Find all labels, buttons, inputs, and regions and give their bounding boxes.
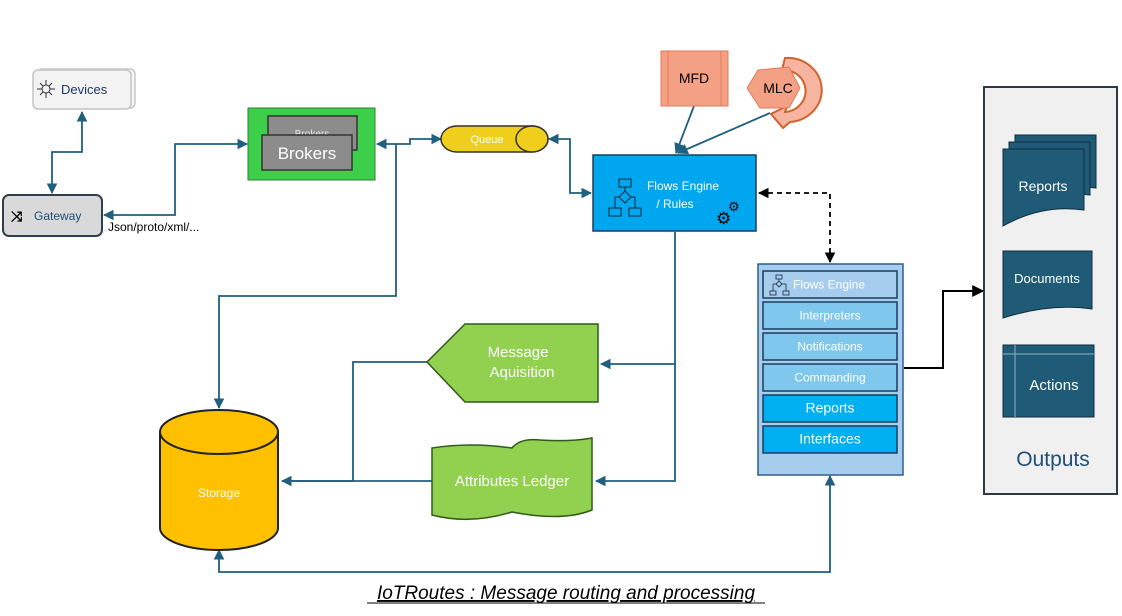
- flows-engine-label-line1: Flows Engine: [647, 179, 719, 193]
- attributes-ledger-node[interactable]: Attributes Ledger: [431, 437, 593, 521]
- stack-item-reports[interactable]: Reports: [762, 394, 898, 423]
- stack-item-flows-engine[interactable]: Flows Engine: [762, 270, 898, 299]
- diagram-title: IoTRoutes : Message routing and processi…: [377, 583, 756, 604]
- devices-label: Devices: [61, 82, 108, 97]
- gateway-format-label: Json/proto/xml/...: [108, 220, 199, 234]
- stack-item-label: Notifications: [797, 340, 862, 354]
- stack-item-box: [762, 363, 898, 392]
- message-acquisition-label-line2: Aquisition: [489, 364, 554, 381]
- stack-item-label: Reports: [805, 400, 854, 416]
- stack-item-interfaces[interactable]: Interfaces: [762, 425, 898, 454]
- reports-output[interactable]: Reports: [1002, 134, 1097, 227]
- storage-label: Storage: [198, 486, 240, 500]
- brokers-node[interactable]: Brokers Brokers: [247, 107, 376, 181]
- network-hub-icon: [37, 80, 55, 98]
- flowchart-icon: [769, 274, 790, 296]
- processing-stack: Flows EngineInterpretersNotificationsCom…: [757, 263, 904, 476]
- stack-item-label: Interpreters: [799, 309, 860, 323]
- outputs-label: Outputs: [1016, 448, 1090, 471]
- flows-engine-node[interactable]: Flows Engine / Rules ⚙ ⚙: [592, 154, 757, 232]
- brokers-queue-link: [375, 133, 443, 150]
- stack-item-notifications[interactable]: Notifications: [762, 332, 898, 361]
- connectors: [46, 105, 836, 573]
- devices-node[interactable]: Devices: [32, 68, 136, 110]
- message-acquisition-label-line1: Message: [488, 344, 549, 361]
- queue-node[interactable]: Queue: [440, 125, 549, 153]
- gateway-node[interactable]: ⤨ Gateway: [2, 194, 103, 237]
- flows-stack-dashed-link: [757, 187, 836, 264]
- gateway-label: Gateway: [34, 209, 81, 223]
- mlc-node[interactable]: MLC: [746, 56, 823, 130]
- mlc-label: MLC: [763, 80, 793, 96]
- documents-output[interactable]: Documents: [1002, 250, 1093, 319]
- stack-item-label: Flows Engine: [793, 278, 865, 292]
- devices-gateway-link: [46, 110, 88, 195]
- attributes-ledger-label: Attributes Ledger: [455, 473, 569, 490]
- cycle-arrow-icon: [769, 56, 823, 130]
- brokers-front-label: Brokers: [278, 144, 337, 163]
- flows-ledger-link: [594, 364, 676, 487]
- gateway-brokers-link: [102, 138, 249, 221]
- actions-output[interactable]: Actions: [1002, 344, 1095, 418]
- queue-label: Queue: [470, 134, 503, 146]
- mfd-node[interactable]: MFD: [660, 50, 729, 107]
- stack-item-box: [762, 425, 898, 454]
- mfd-label: MFD: [679, 70, 709, 86]
- queue-flows-link: [547, 133, 593, 199]
- stack-item-label: Commanding: [794, 371, 865, 385]
- stack-item-box: [762, 394, 898, 423]
- storage-node[interactable]: Storage: [159, 409, 279, 551]
- flowchart-icon: [608, 178, 642, 217]
- outputs-panel: Reports Documents Actions Outputs: [983, 86, 1118, 495]
- stack-item-label: Interfaces: [799, 431, 860, 447]
- brokers-storage-link: [213, 144, 397, 410]
- mfd-flows-link: [674, 105, 695, 155]
- stack-item-box: [762, 332, 898, 361]
- stack-item-commanding[interactable]: Commanding: [762, 363, 898, 392]
- stack-item-interpreters[interactable]: Interpreters: [762, 301, 898, 330]
- stack-item-box: [762, 270, 898, 299]
- stack-item-box: [762, 301, 898, 330]
- flows-message-link: [599, 232, 676, 370]
- message-acquisition-node[interactable]: Message Aquisition: [425, 323, 599, 403]
- actions-output-label: Actions: [1029, 377, 1078, 394]
- gears-small-icon: ⚙: [728, 199, 740, 214]
- stack-outputs-link: [904, 285, 985, 369]
- gears-icon: ⚙: [716, 209, 731, 228]
- documents-output-label: Documents: [1014, 271, 1080, 286]
- flows-engine-label-line2: / Rules: [656, 197, 693, 211]
- reports-output-label: Reports: [1018, 178, 1067, 194]
- message-storage-link: [280, 361, 427, 487]
- mlc-flows-link: [677, 112, 771, 155]
- shuffle-icon: ⤨: [11, 208, 23, 224]
- storage-stack-link: [213, 474, 836, 573]
